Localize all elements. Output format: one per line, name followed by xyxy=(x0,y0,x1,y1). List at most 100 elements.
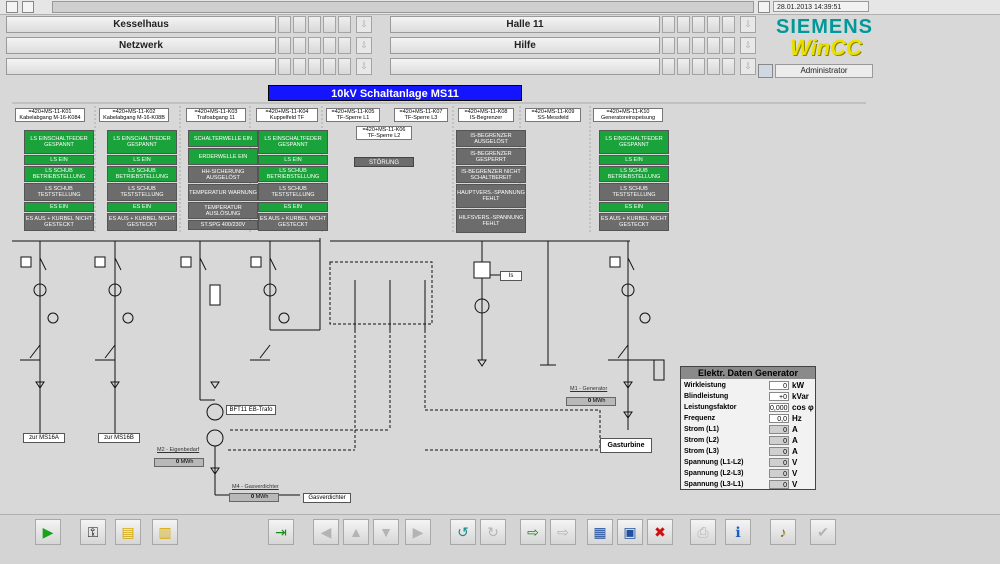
status-status_std-2[interactable]: LS SCHUB BETRIEBSTELLUNG xyxy=(258,166,328,182)
nav-left-slot-0-1[interactable] xyxy=(293,16,306,33)
status-status_std-0[interactable]: LS EINSCHALTFEDER GESPANNT xyxy=(258,130,328,154)
nav-right-down-icon[interactable]: ⇩ xyxy=(740,37,756,54)
nav-left-slot-1-1[interactable] xyxy=(293,37,306,54)
status-status_k03-5[interactable]: ST.SPG 400/230V xyxy=(188,220,258,230)
nav-left-down-icon[interactable]: ⇩ xyxy=(356,58,372,75)
status-status_std-1[interactable]: LS EIN xyxy=(258,155,328,165)
status-status_std-0[interactable]: LS EINSCHALTFEDER GESPANNT xyxy=(107,130,177,154)
status-status_std-5[interactable]: ES AUS + KURBEL NICHT GESTECKT xyxy=(258,213,328,231)
status-status_std-0[interactable]: LS EINSCHALTFEDER GESPANNT xyxy=(599,130,669,154)
status-status_std-5[interactable]: ES AUS + KURBEL NICHT GESTECKT xyxy=(107,213,177,231)
redo-icon[interactable]: ↻ xyxy=(480,519,506,545)
status-status_std-1[interactable]: LS EIN xyxy=(24,155,94,165)
arrow-left-icon[interactable]: ◀ xyxy=(313,519,339,545)
arrow-down-icon[interactable]: ▼ xyxy=(373,519,399,545)
info-icon[interactable]: ℹ xyxy=(725,519,751,545)
nav-right-slot-0-4[interactable] xyxy=(722,16,735,33)
nav-left-slot-2-4[interactable] xyxy=(338,58,351,75)
status-status_k08-2[interactable]: IS-BEGRENZER NICHT SCHALTBEREIT xyxy=(456,166,526,183)
nav-right-slot-2-0[interactable] xyxy=(662,58,675,75)
nav-left-slot-1-0[interactable] xyxy=(278,37,291,54)
folder-icon[interactable]: ▤ xyxy=(115,519,141,545)
delete-icon[interactable]: ✖ xyxy=(647,519,673,545)
nav-left-slot-1-4[interactable] xyxy=(338,37,351,54)
nav-empty-button-right[interactable] xyxy=(390,58,660,75)
status-status_std-4[interactable]: ES EIN xyxy=(258,202,328,212)
nav-left-slot-2-1[interactable] xyxy=(293,58,306,75)
status-status_k03-2[interactable]: HH-SICHERUNG AUSGELÖST xyxy=(188,166,258,183)
status-status_std-4[interactable]: ES EIN xyxy=(24,202,94,212)
undo-icon[interactable]: ↺ xyxy=(450,519,476,545)
alarm-icon[interactable] xyxy=(6,1,18,13)
status-status_k03-1[interactable]: ERDERWELLE EIN xyxy=(188,148,258,165)
checkmarks-icon[interactable]: ✔ xyxy=(810,519,836,545)
nav-right-slot-0-3[interactable] xyxy=(707,16,720,33)
nav-empty-button-left[interactable] xyxy=(6,58,276,75)
status-status_k08-3[interactable]: HAUPTVERS.-SPANNUNG FEHLT xyxy=(456,184,526,208)
nav-left-slot-2-3[interactable] xyxy=(323,58,336,75)
status-status_std-5[interactable]: ES AUS + KURBEL NICHT GESTECKT xyxy=(24,213,94,231)
arrow-up-icon[interactable]: ▲ xyxy=(343,519,369,545)
nav-right-slot-0-2[interactable] xyxy=(692,16,705,33)
status-status_std-3[interactable]: LS SCHUB TESTSTELLUNG xyxy=(24,183,94,201)
nav-kesselhaus-button[interactable]: Kesselhaus xyxy=(6,16,276,33)
nav-right-slot-2-2[interactable] xyxy=(692,58,705,75)
status-status_std-1[interactable]: LS EIN xyxy=(107,155,177,165)
status-status_std-5[interactable]: ES AUS + KURBEL NICHT GESTECKT xyxy=(599,213,669,231)
status-status_k03-4[interactable]: TEMPERATUR AUSLÖSUNG xyxy=(188,202,258,219)
status-status_std-3[interactable]: LS SCHUB TESTSTELLUNG xyxy=(599,183,669,201)
edit-icon[interactable] xyxy=(22,1,34,13)
status-status_std-0[interactable]: LS EINSCHALTFEDER GESPANNT xyxy=(24,130,94,154)
status-status_k03-3[interactable]: TEMPERATUR WARNUNG xyxy=(188,184,258,201)
nav-right-slot-2-4[interactable] xyxy=(722,58,735,75)
logout-icon[interactable]: ⇨ xyxy=(550,519,576,545)
nav-left-down-icon[interactable]: ⇩ xyxy=(356,37,372,54)
nav-left-slot-2-0[interactable] xyxy=(278,58,291,75)
nav-right-slot-1-4[interactable] xyxy=(722,37,735,54)
status-status_std-2[interactable]: LS SCHUB BETRIEBSTELLUNG xyxy=(107,166,177,182)
nav-left-slot-0-4[interactable] xyxy=(338,16,351,33)
print-icon[interactable]: ⎙ xyxy=(690,519,716,545)
nav-left-slot-1-3[interactable] xyxy=(323,37,336,54)
nav-left-slot-0-2[interactable] xyxy=(308,16,321,33)
nav-left-slot-2-2[interactable] xyxy=(308,58,321,75)
status-status_k03-0[interactable]: SCHALTERWELLE EIN xyxy=(188,130,258,147)
nav-halle11-button[interactable]: Halle 11 xyxy=(390,16,660,33)
nav-right-down-icon[interactable]: ⇩ xyxy=(740,58,756,75)
nav-left-down-icon[interactable]: ⇩ xyxy=(356,16,372,33)
save-icon[interactable]: ▣ xyxy=(617,519,643,545)
status-status_std-2[interactable]: LS SCHUB BETRIEBSTELLUNG xyxy=(599,166,669,182)
status-status_std-3[interactable]: LS SCHUB TESTSTELLUNG xyxy=(107,183,177,201)
calendar-icon[interactable] xyxy=(758,1,770,13)
status-status_std-1[interactable]: LS EIN xyxy=(599,155,669,165)
nav-right-slot-1-3[interactable] xyxy=(707,37,720,54)
nav-left-slot-0-0[interactable] xyxy=(278,16,291,33)
nav-left-slot-0-3[interactable] xyxy=(323,16,336,33)
status-status_std-4[interactable]: ES EIN xyxy=(599,202,669,212)
status-status_std-2[interactable]: LS SCHUB BETRIEBSTELLUNG xyxy=(24,166,94,182)
open-icon[interactable]: ▦ xyxy=(587,519,613,545)
nav-left-slot-1-2[interactable] xyxy=(308,37,321,54)
status-status_std-4[interactable]: ES EIN xyxy=(107,202,177,212)
nav-right-slot-2-1[interactable] xyxy=(677,58,690,75)
status-status_k08-0[interactable]: IS-BEGRENZER AUSGELÖST xyxy=(456,130,526,147)
nav-netzwerk-button[interactable]: Netzwerk xyxy=(6,37,276,54)
nav-right-slot-1-0[interactable] xyxy=(662,37,675,54)
status-status_k08-1[interactable]: IS-BEGRENZER GESPERRT xyxy=(456,148,526,165)
nav-right-slot-1-1[interactable] xyxy=(677,37,690,54)
status-status_std-3[interactable]: LS SCHUB TESTSTELLUNG xyxy=(258,183,328,201)
nav-right-slot-0-0[interactable] xyxy=(662,16,675,33)
gasturbine-button[interactable]: Gasturbine xyxy=(600,438,652,453)
keys-icon[interactable]: ⚿ xyxy=(80,519,106,545)
document-icon[interactable]: ▥ xyxy=(152,519,178,545)
nav-hilfe-button[interactable]: Hilfe xyxy=(390,37,660,54)
export-icon[interactable]: ⇥ xyxy=(268,519,294,545)
stoerung-indicator[interactable]: STÖRUNG xyxy=(354,157,414,167)
nav-right-down-icon[interactable]: ⇩ xyxy=(740,16,756,33)
nav-right-slot-2-3[interactable] xyxy=(707,58,720,75)
nav-right-slot-1-2[interactable] xyxy=(692,37,705,54)
arrow-right-icon[interactable]: ▶ xyxy=(405,519,431,545)
sound-icon[interactable]: ♪ xyxy=(770,519,796,545)
nav-right-slot-0-1[interactable] xyxy=(677,16,690,33)
play-icon[interactable]: ▶ xyxy=(35,519,61,545)
